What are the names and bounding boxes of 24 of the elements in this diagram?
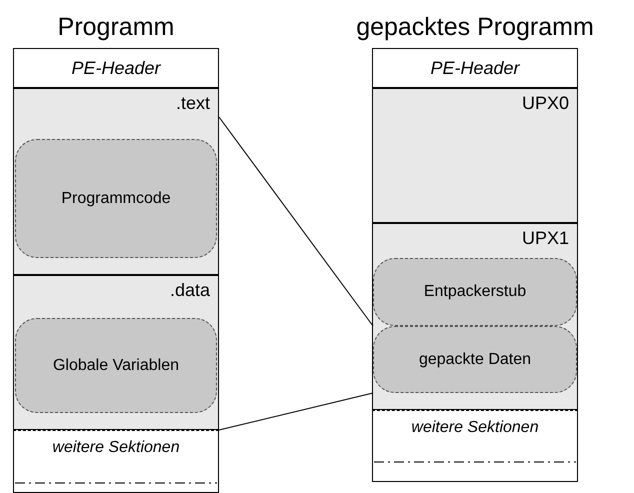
memory-section — [13, 88, 219, 275]
header-label: PE-Header — [429, 58, 521, 79]
section-label: UPX0 — [522, 93, 569, 114]
section-label: weitere Sektionen — [410, 419, 540, 437]
section-label: .text — [176, 93, 210, 114]
block-label: Programmcode — [60, 190, 172, 208]
memory-section — [13, 275, 219, 430]
header-label: PE-Header — [70, 58, 162, 79]
content-block — [15, 139, 217, 258]
content-block — [15, 318, 217, 413]
block-label: Globale Variablen — [52, 356, 180, 374]
section-label: .data — [170, 280, 210, 301]
connector-line — [218, 392, 374, 430]
column-title: gepacktes Programm — [355, 13, 595, 42]
section-label: weitere Sektionen — [51, 439, 181, 457]
content-block — [373, 326, 577, 393]
column-title: Programm — [56, 13, 176, 42]
block-label: gepackte Daten — [418, 350, 532, 368]
content-block — [373, 258, 577, 326]
block-label: Entpackerstub — [422, 283, 528, 301]
section-label: UPX1 — [522, 228, 569, 249]
memory-section — [372, 223, 578, 410]
memory-section — [372, 88, 578, 223]
connector-line — [218, 116, 374, 326]
